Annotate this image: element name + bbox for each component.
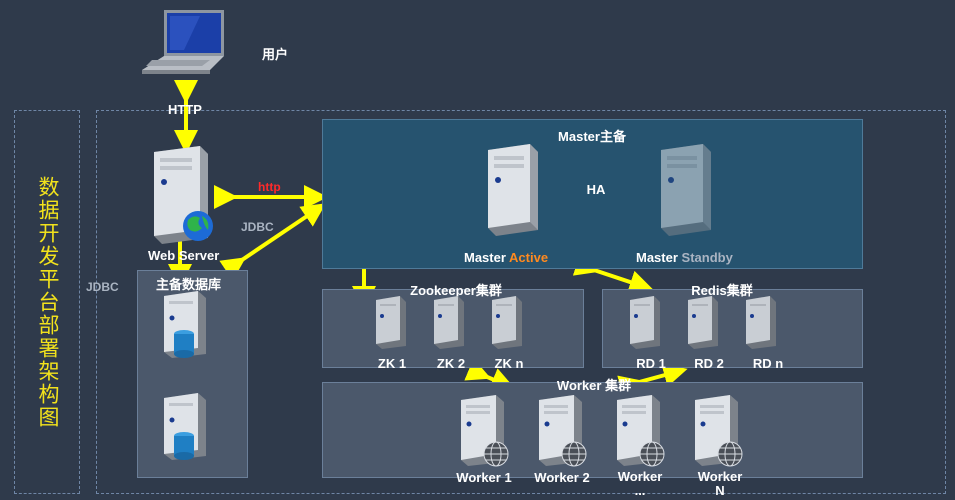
master-group-label: Master主备 (558, 129, 626, 144)
zk-server-1-icon (374, 294, 408, 350)
master-standby-state: Standby (681, 250, 733, 265)
web-server-label: Web Server (148, 248, 220, 263)
master-redis-arrow (572, 252, 654, 294)
worker-server-2-icon (536, 392, 588, 468)
db-group-label: 主备数据库 (156, 277, 222, 292)
worker-server-n-icon (692, 392, 744, 468)
master-active-server-icon (484, 140, 544, 238)
worker-node-1-label: Worker 1 (456, 470, 512, 485)
worker-node-n-label: Worker N (697, 469, 743, 498)
master-standby-server-icon (657, 140, 717, 238)
worker-node-2-label: Worker 2 (534, 470, 590, 485)
worker-group (322, 382, 863, 478)
master-active-state: Active (509, 250, 549, 265)
laptop-icon (140, 8, 230, 83)
zk-node-n-label: ZK n (494, 356, 524, 371)
master-active-prefix: Master (464, 250, 510, 265)
rd-server-1-icon (628, 294, 662, 350)
http-lower-label: http (258, 180, 281, 194)
zk-server-n-icon (490, 294, 524, 350)
zk-node-2-label: ZK 2 (436, 356, 466, 371)
jdbc-db-master-arrow (219, 203, 326, 281)
rd-node-2-label: RD 2 (694, 356, 724, 371)
worker-group-label: Worker 集群 (556, 378, 632, 393)
zk-node-1-label: ZK 1 (377, 356, 407, 371)
web-server-icon (150, 142, 214, 246)
master-standby-prefix: Master (636, 250, 682, 265)
worker-server-3-icon (614, 392, 666, 468)
diagram-title-box: 数据开发平台部署架构图 (14, 110, 80, 494)
http-label: HTTP (168, 102, 202, 117)
rd-server-n-icon (744, 294, 778, 350)
zookeeper-group-label: Zookeeper集群 (410, 283, 502, 298)
zk-server-2-icon (432, 294, 466, 350)
jdbc-label-2: JDBC (86, 280, 119, 294)
rd-node-1-label: RD 1 (636, 356, 666, 371)
jdbc-label-1: JDBC (241, 220, 274, 234)
master-group (322, 119, 863, 269)
deployment-region (96, 110, 946, 494)
rd-node-n-label: RD n (752, 356, 784, 371)
worker-node-3-label: Worker ... (617, 469, 663, 498)
globe-icon (183, 211, 213, 241)
ha-label: HA (586, 182, 606, 197)
rd-server-2-icon (686, 294, 720, 350)
master-standby-label: Master Standby (636, 250, 733, 265)
worker-server-1-icon (458, 392, 510, 468)
db-server-standby-icon (160, 390, 210, 462)
redis-group-label: Redis集群 (691, 283, 753, 298)
user-label: 用户 (262, 47, 289, 62)
diagram-title: 数据开发平台部署架构图 (36, 175, 59, 429)
db-server-primary-icon (160, 288, 210, 360)
master-active-label: Master Active (464, 250, 548, 265)
